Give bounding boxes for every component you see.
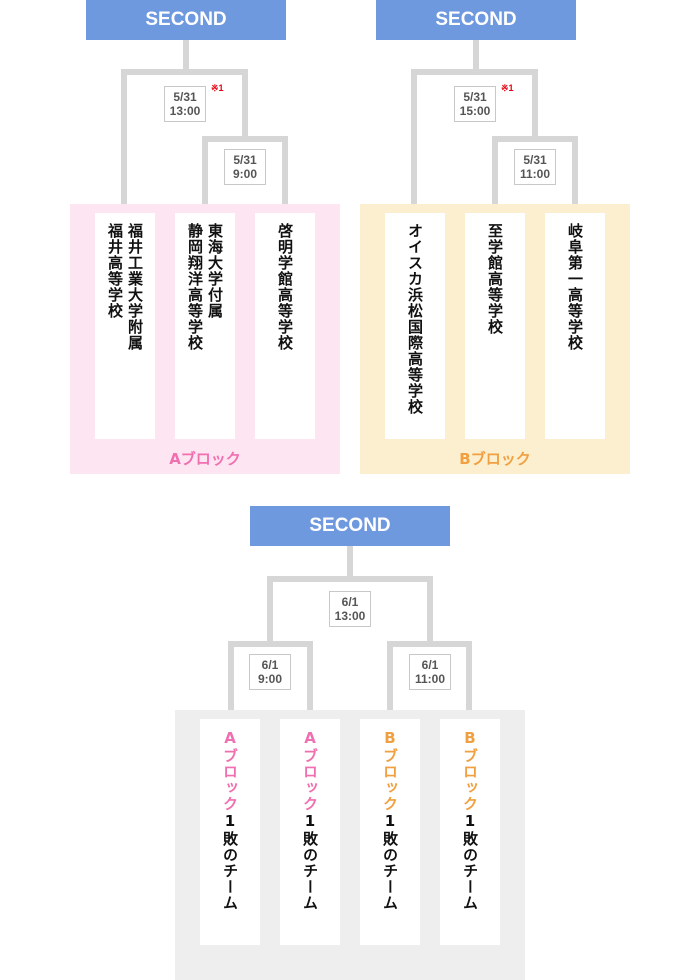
connector — [532, 69, 538, 139]
match-time: 9:00 — [232, 167, 258, 181]
match-a-upper: 5/31 13:00 — [164, 86, 206, 122]
match-date: 5/31 — [463, 90, 487, 104]
connector — [267, 576, 273, 644]
team-name: Bブロック1敗のチーム — [460, 729, 480, 911]
match-time: 15:00 — [459, 104, 491, 118]
connector — [387, 641, 472, 647]
team-name: 至学館高等学校 — [486, 223, 504, 335]
block-ref: Bブロック — [461, 729, 479, 812]
match-time: 11:00 — [414, 672, 446, 686]
connector — [242, 69, 248, 139]
match-time: 13:00 — [169, 104, 201, 118]
block-a-label: Aブロック — [169, 450, 241, 468]
team-card: オイスカ浜松国際高等学校 — [385, 213, 445, 439]
team-name: 岐阜第一高等学校 — [566, 223, 584, 351]
team-card: Bブロック1敗のチーム — [440, 719, 500, 945]
bracket-a-title: SECOND — [86, 0, 286, 40]
connector — [473, 40, 479, 72]
match-final-left: 6/1 9:00 — [249, 654, 291, 690]
connector — [427, 576, 433, 644]
team-card: 岐阜第一高等学校 — [545, 213, 605, 439]
bracket-b-title: SECOND — [376, 0, 576, 40]
connector — [492, 136, 578, 142]
connector — [572, 136, 578, 213]
match-time: 11:00 — [519, 167, 551, 181]
connector — [228, 641, 313, 647]
team-card: 至学館高等学校 — [465, 213, 525, 439]
team-card: Aブロック1敗のチーム — [200, 719, 260, 945]
connector — [282, 136, 288, 213]
team-card: 東海大学付属 静岡翔洋高等学校 — [175, 213, 235, 439]
team-name: オイスカ浜松国際高等学校 — [406, 223, 424, 415]
match-a-lower: 5/31 9:00 — [224, 149, 266, 185]
match-time: 9:00 — [257, 672, 283, 686]
team-name: 東海大学付属 静岡翔洋高等学校 — [186, 223, 224, 351]
team-suffix: 1敗のチーム — [381, 812, 399, 911]
footnote-mark: ※1 — [501, 83, 514, 93]
team-name: 啓明学館高等学校 — [276, 223, 294, 351]
connector — [121, 69, 248, 75]
connector — [347, 546, 353, 579]
connector — [202, 136, 288, 142]
block-ref: Aブロック — [301, 729, 319, 812]
team-name: 福井工業大学附属 福井高等学校 — [106, 223, 144, 351]
match-date: 5/31 — [173, 90, 197, 104]
block-b-label: Bブロック — [459, 450, 531, 468]
team-card: 啓明学館高等学校 — [255, 213, 315, 439]
bracket-final-title: SECOND — [250, 506, 450, 546]
team-name: Aブロック1敗のチーム — [220, 729, 240, 911]
match-date: 6/1 — [341, 595, 359, 609]
team-suffix: 1敗のチーム — [221, 812, 239, 911]
connector — [466, 641, 472, 721]
match-date: 5/31 — [233, 153, 257, 167]
footnote-mark: ※1 — [211, 83, 224, 93]
match-time: 13:00 — [334, 609, 366, 623]
connector — [492, 136, 498, 213]
team-suffix: 1敗のチーム — [301, 812, 319, 911]
match-date: 5/31 — [523, 153, 547, 167]
connector — [183, 40, 189, 72]
block-ref: Bブロック — [381, 729, 399, 812]
connector — [411, 69, 417, 213]
connector — [202, 136, 208, 213]
team-name: Bブロック1敗のチーム — [380, 729, 400, 911]
team-card: Aブロック1敗のチーム — [280, 719, 340, 945]
connector — [387, 641, 393, 721]
match-final-right: 6/1 11:00 — [409, 654, 451, 690]
team-name: Aブロック1敗のチーム — [300, 729, 320, 911]
match-date: 6/1 — [261, 658, 279, 672]
connector — [121, 69, 127, 213]
connector — [267, 576, 433, 582]
connector — [228, 641, 234, 721]
connector — [411, 69, 538, 75]
team-card: 福井工業大学附属 福井高等学校 — [95, 213, 155, 439]
connector — [307, 641, 313, 721]
match-b-lower: 5/31 11:00 — [514, 149, 556, 185]
match-date: 6/1 — [421, 658, 439, 672]
team-suffix: 1敗のチーム — [461, 812, 479, 911]
match-b-upper: 5/31 15:00 — [454, 86, 496, 122]
team-card: Bブロック1敗のチーム — [360, 719, 420, 945]
match-final: 6/1 13:00 — [329, 591, 371, 627]
block-ref: Aブロック — [221, 729, 239, 812]
